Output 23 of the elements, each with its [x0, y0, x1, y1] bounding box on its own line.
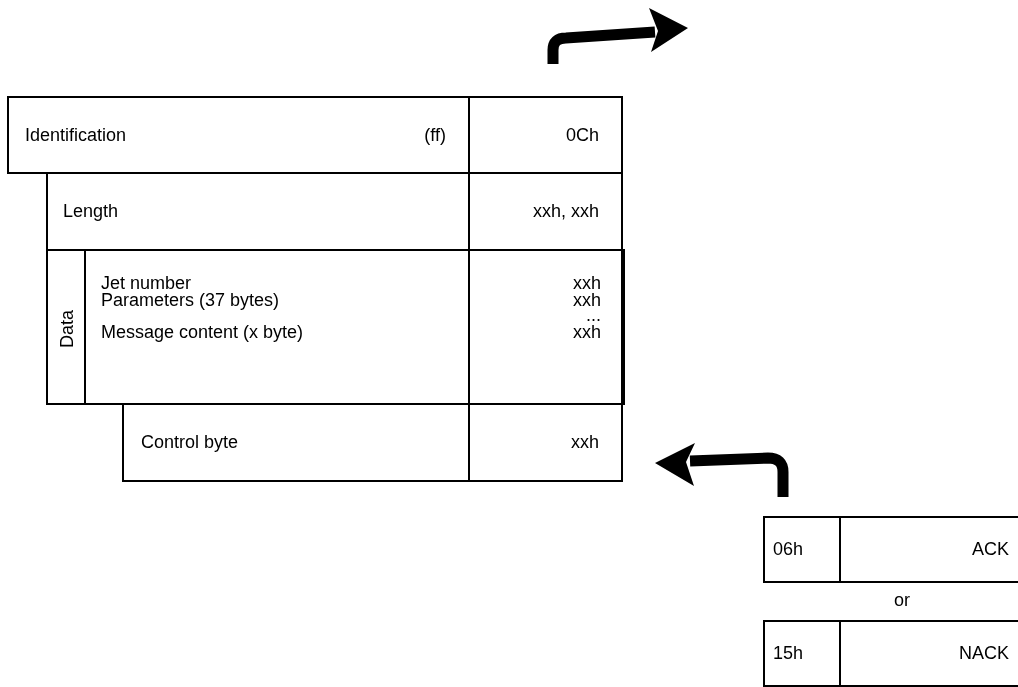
field-box — [122, 403, 623, 482]
field-name: Length — [63, 201, 119, 221]
field-name: Jet number — [101, 273, 192, 293]
hex-value: xxh, xxh — [532, 201, 599, 221]
field-box — [46, 172, 623, 251]
field-box — [763, 516, 1018, 583]
field-name: Control byte — [141, 432, 239, 452]
field-box — [763, 620, 1018, 687]
response-name: ACK — [972, 539, 1009, 559]
hex-value: xxh — [573, 322, 601, 342]
hex-value: xxh — [573, 273, 601, 293]
hex-value: 0Ch — [565, 125, 599, 145]
field-code: (ff) — [424, 125, 446, 145]
field-name: Identification — [25, 125, 127, 145]
separator-text: or — [894, 590, 910, 610]
hex-code: 15h — [773, 643, 804, 663]
hex-code: 06h — [773, 539, 804, 559]
section-label: Data — [57, 310, 77, 348]
field-box — [7, 96, 623, 174]
hex-value: xxh — [571, 432, 599, 452]
field-name: Message content (x byte) — [101, 322, 304, 342]
response-name: NACK — [959, 643, 1009, 663]
field-name: Parameters (37 bytes) — [101, 290, 280, 310]
